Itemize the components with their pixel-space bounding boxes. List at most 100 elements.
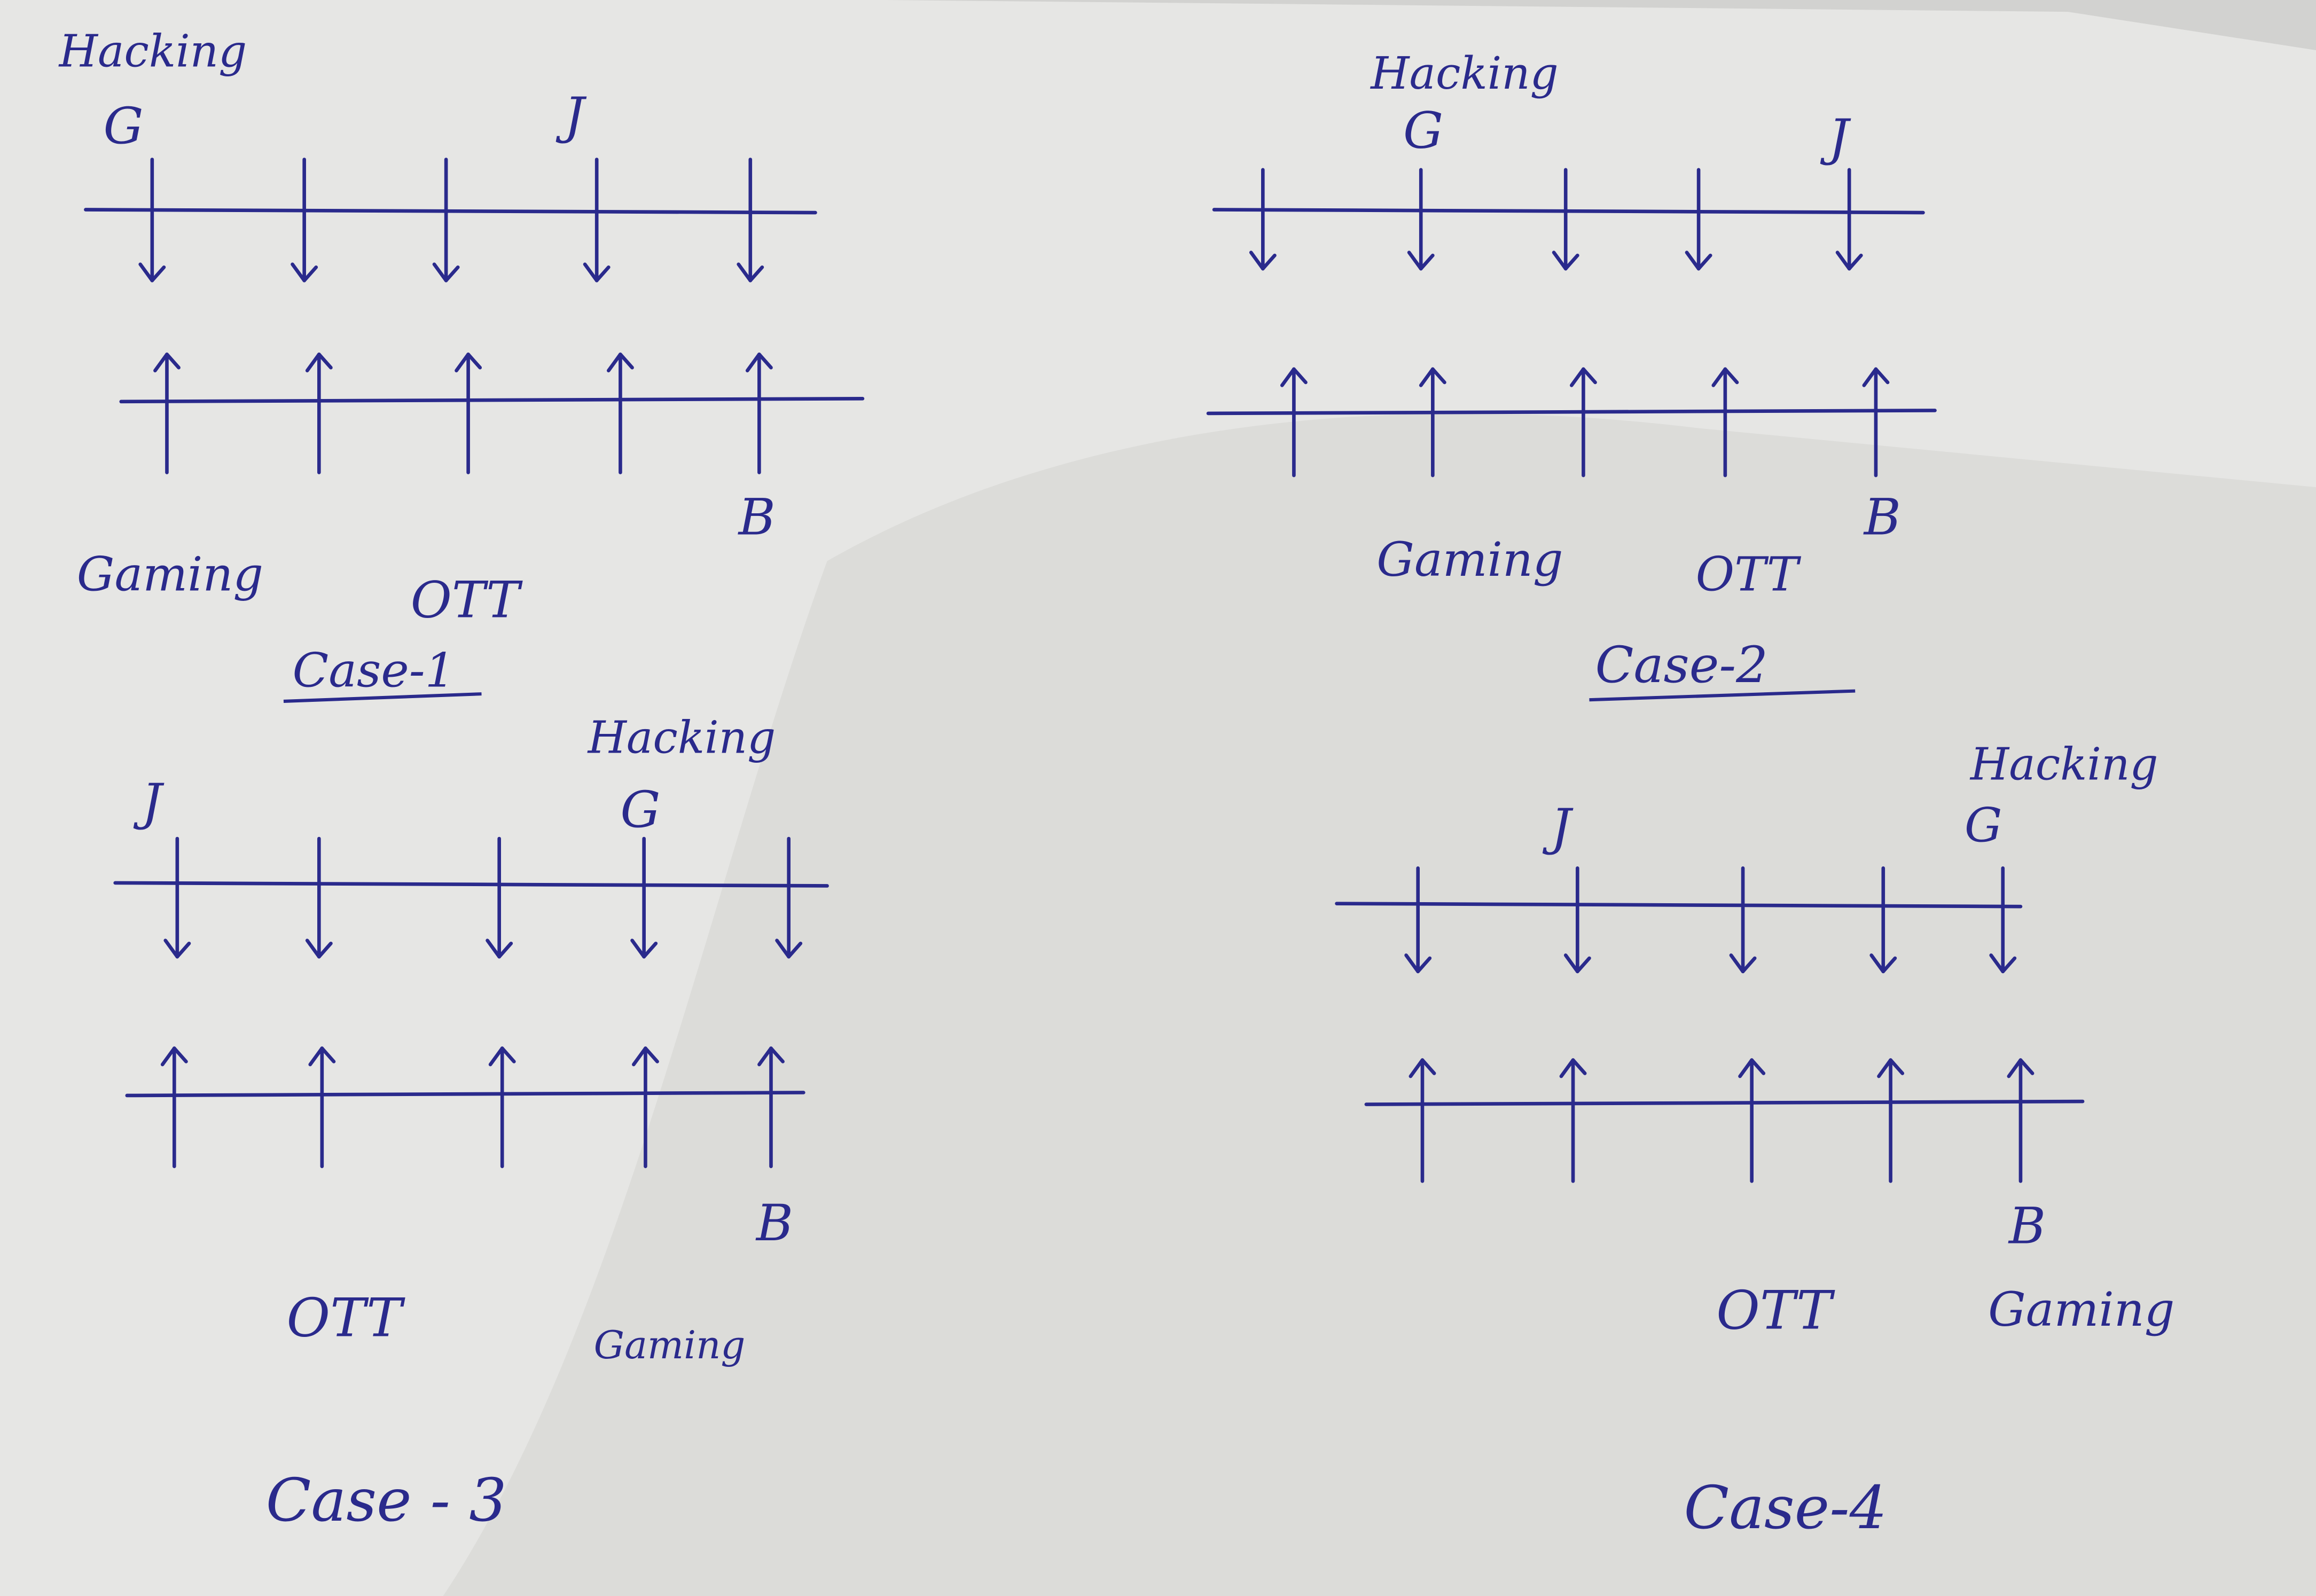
case-1-up-arrow-2-head-left <box>305 353 321 373</box>
case-4-up-arrow-3-head-left <box>1738 1058 1754 1078</box>
case-1-up-arrow-1-head-right <box>165 353 181 370</box>
case-4-up-arrow-3-head-right <box>1750 1058 1766 1075</box>
case-1-up-arrow-1-head-left <box>153 353 169 373</box>
case-3-up-arrow-2-head-right <box>320 1046 336 1063</box>
case-4-caption: Case-4 <box>1684 1474 1887 1543</box>
case-1-top-axis <box>84 208 817 215</box>
case-4-down-arrow-1-head-left <box>1404 953 1420 974</box>
case-2-caption-underline <box>1589 689 1856 702</box>
case-4-down-arrow-4-head-right <box>1881 956 1897 974</box>
case-1-up-arrow-3-head-left <box>455 353 470 373</box>
case-4-down-arrow-1-head-right <box>1416 956 1432 974</box>
case-3-down-arrow-3-head-left <box>486 938 501 959</box>
case-4-g-label: G <box>1965 798 2002 853</box>
case-3-down-arrow-4-head-left <box>630 938 646 959</box>
case-3-up-arrow-4-head-left <box>631 1046 647 1067</box>
case-3-down-arrow-4-head-right <box>642 941 658 959</box>
case-2-down-arrow-3-head-right <box>1563 253 1579 271</box>
case-2-label-1: Gaming <box>1376 532 1563 587</box>
case-2-down-arrow-5-head-right <box>1847 253 1863 271</box>
case-2-up-arrow-1-head-right <box>1292 367 1308 385</box>
case-1-down-arrow-1-head-right <box>150 265 166 283</box>
case-1-down-arrow-2-head-left <box>291 262 306 283</box>
case-3-up-arrow-1-head-right <box>172 1046 188 1063</box>
paper-shadow <box>443 413 2316 1596</box>
case-2-down-arrow-4-head-right <box>1696 253 1712 271</box>
case-4-up-arrow-5-head-left <box>2007 1058 2023 1078</box>
case-1-up-arrow-5-head-right <box>757 353 773 370</box>
case-3-label-1: OTT <box>286 1288 405 1349</box>
case-3-up-arrow-3-head-left <box>488 1046 504 1067</box>
case-4-down-arrow-2-head-right <box>1576 956 1591 974</box>
case-1-g-label: G <box>104 97 144 155</box>
case-4-hacking-label: Hacking <box>1969 738 2158 790</box>
case-3-down-arrow-1-head-right <box>175 941 191 959</box>
case-2-b-label: B <box>1863 489 1901 547</box>
case-1-caption: Case-1 <box>293 643 455 698</box>
case-1-label-1: Gaming <box>77 547 263 602</box>
case-1-down-arrow-4-head-left <box>583 262 599 283</box>
case-1-label-2: OTT <box>411 571 523 629</box>
case-3-hacking-label: Hacking <box>587 712 776 764</box>
case-4-up-arrow-1-head-left <box>1409 1058 1425 1078</box>
case-3-up-arrow-1-head-left <box>160 1046 176 1067</box>
case-3-down-arrow-1-head-left <box>163 938 179 959</box>
case-3-down-arrow-5-head-left <box>775 938 791 959</box>
case-1-b-label: B <box>738 489 776 547</box>
case-3-down-arrow-5-head-right <box>787 941 803 959</box>
case-3-down-arrow-2-head-right <box>317 941 333 959</box>
case-3-up-arrow-5-head-right <box>769 1046 785 1063</box>
case-3-down-arrow-2-head-left <box>305 938 321 959</box>
case-2-caption: Case-2 <box>1595 636 1768 694</box>
case-1-down-arrow-3-head-right <box>444 265 460 283</box>
case-4-up-arrow-5-head-right <box>2018 1058 2035 1075</box>
case-2-bottom-axis <box>1206 409 1937 416</box>
case-4-b-label: B <box>2008 1197 2046 1255</box>
case-1-bottom-axis <box>119 396 865 404</box>
case-1-down-arrow-2-head-right <box>302 265 318 283</box>
case-3-bottom-axis <box>125 1091 805 1098</box>
case-2-up-arrow-1-head-left <box>1280 367 1296 387</box>
case-2: Hacking G J B Gaming OTT Case-2 <box>1370 48 1901 702</box>
case-1-down-arrow-3-head-left <box>432 262 448 283</box>
case-2-up-arrow-3-head-left <box>1569 367 1585 387</box>
case-1-up-arrow-3-head-right <box>466 353 482 370</box>
case-4-down-arrow-2-head-left <box>1563 953 1579 974</box>
case-2-up-arrow-5-head-right <box>1874 367 1890 385</box>
case-4-bottom-axis <box>1364 1099 2085 1106</box>
case-4-up-arrow-4-head-right <box>1889 1058 1905 1075</box>
case-3-down-arrow-3-head-right <box>497 941 513 959</box>
case-2-g-label: G <box>1403 101 1443 160</box>
case-2-down-arrow-3-head-left <box>1552 251 1568 271</box>
case-2-up-arrow-2-head-right <box>1431 367 1446 385</box>
case-4-label-2: Gaming <box>1988 1282 2174 1337</box>
case-3-top-axis <box>113 881 829 888</box>
case-1-up-arrow-2-head-right <box>317 353 333 370</box>
case-4-up-arrow-4-head-left <box>1877 1058 1892 1078</box>
case-2-up-arrow-3-head-right <box>1582 367 1597 385</box>
case-4-up-arrow-2-head-left <box>1559 1058 1575 1078</box>
case-3-g-label: G <box>620 781 660 839</box>
case-4-down-arrow-4-head-left <box>1869 953 1885 974</box>
case-2-down-arrow-1-head-right <box>1261 253 1277 271</box>
case-1-down-arrow-4-head-right <box>594 265 611 283</box>
case-4-down-arrow-5-head-left <box>1989 953 2005 974</box>
case-3-up-arrow-3-head-right <box>500 1046 516 1063</box>
case-2-up-arrow-2-head-left <box>1419 367 1435 387</box>
case-3-up-arrow-2-head-left <box>308 1046 324 1067</box>
case-2-up-arrow-5-head-left <box>1862 367 1878 387</box>
case-2-down-arrow-5-head-left <box>1835 251 1851 271</box>
case-4-down-arrow-3-head-left <box>1729 953 1745 974</box>
case-3-b-label: B <box>755 1194 793 1253</box>
case-1-down-arrow-1-head-left <box>138 262 154 283</box>
case-4-down-arrow-3-head-right <box>1741 956 1757 974</box>
case-4-label-1: OTT <box>1716 1280 1835 1342</box>
case-4-top-axis <box>1335 902 2023 909</box>
case-2-down-arrow-2-head-left <box>1407 251 1423 271</box>
case-1-down-arrow-5-head-left <box>737 262 753 283</box>
case-4-up-arrow-2-head-right <box>1571 1058 1587 1075</box>
case-1-up-arrow-5-head-left <box>745 353 761 373</box>
case-2-up-arrow-4-head-left <box>1711 367 1727 387</box>
case-2-label-2: OTT <box>1696 547 1802 602</box>
